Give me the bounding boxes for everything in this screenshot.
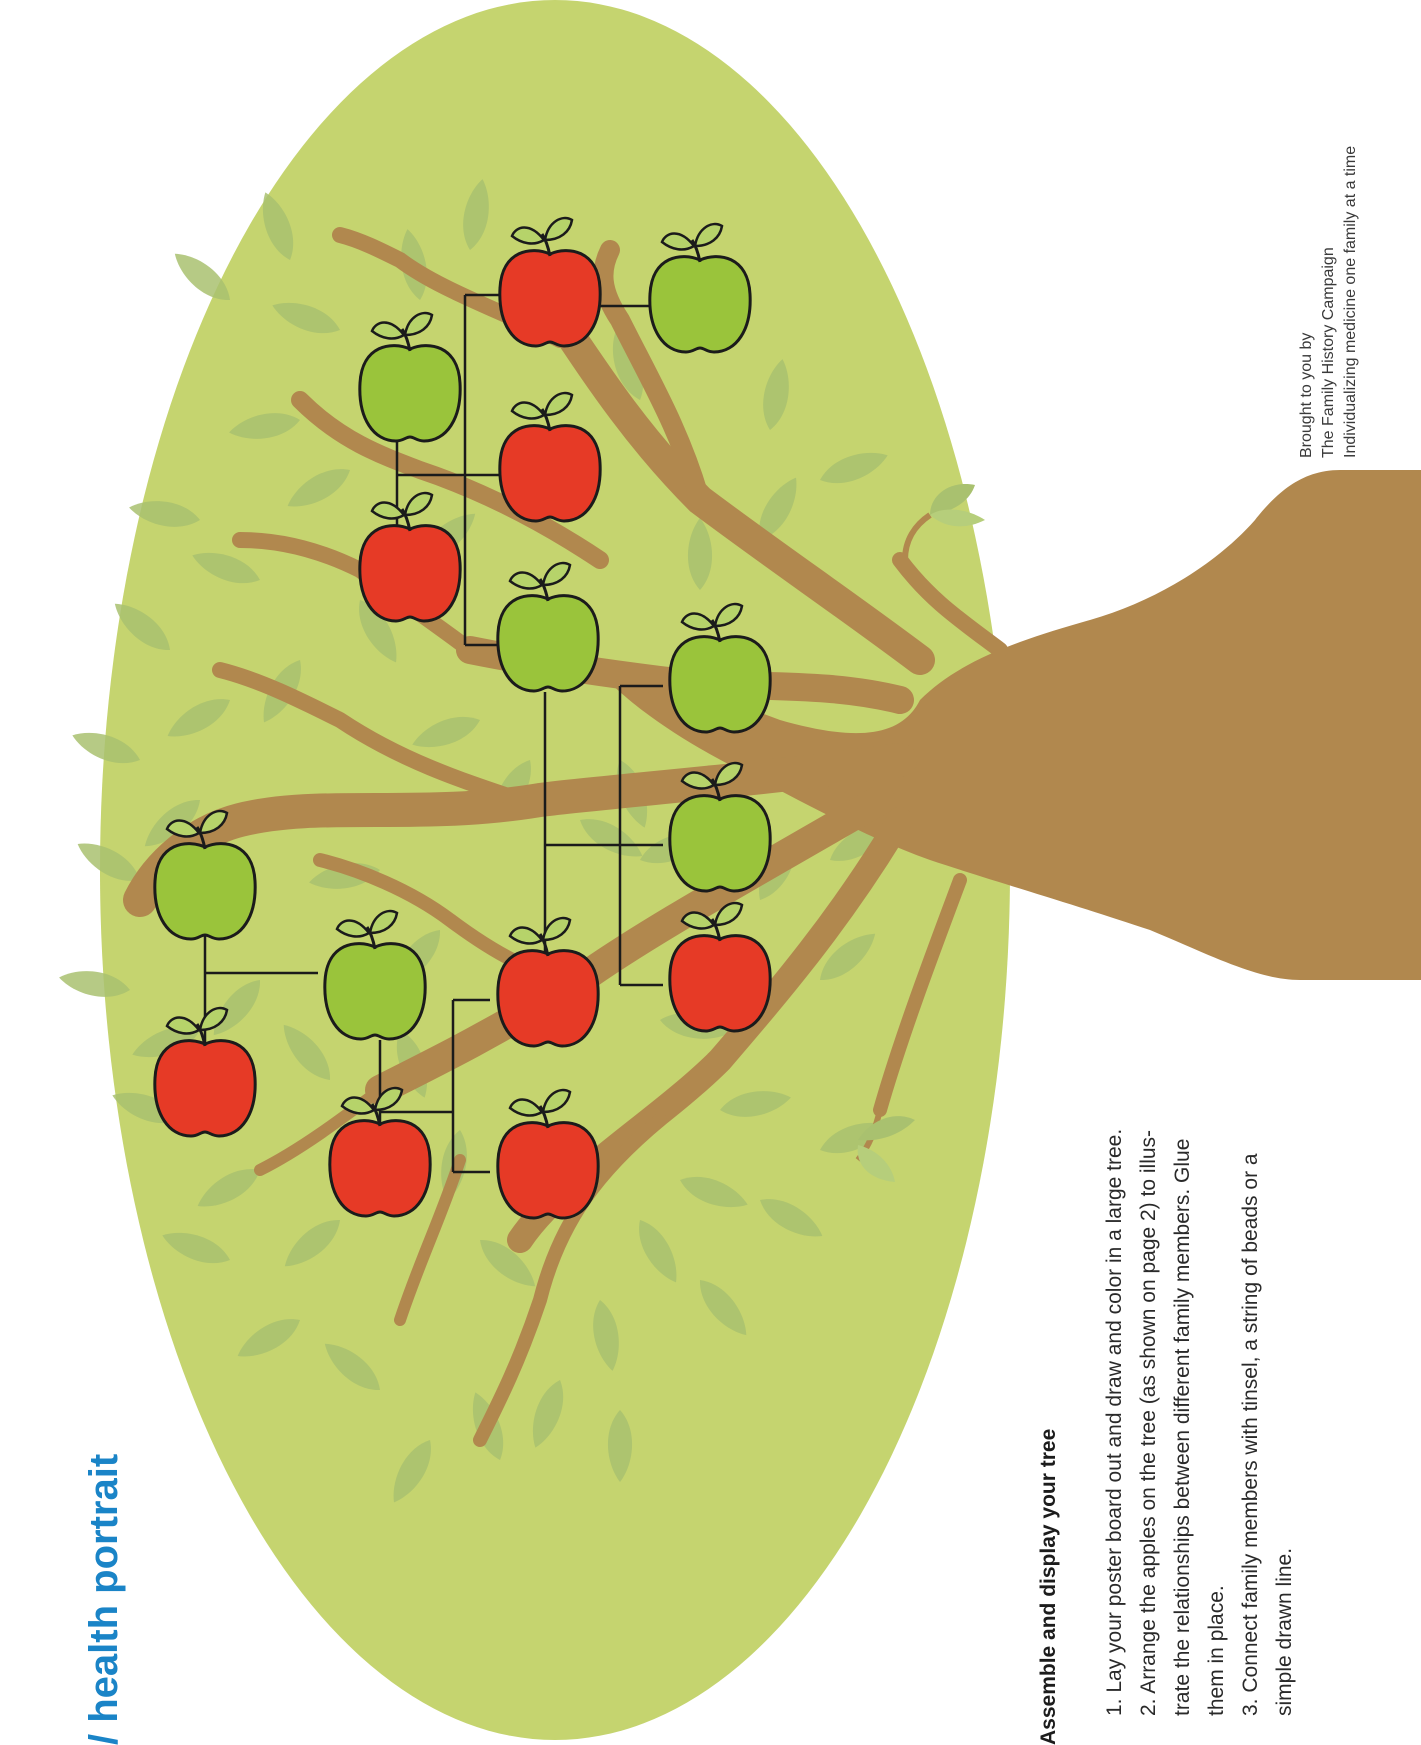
instruction-line: them in place. (1205, 1585, 1228, 1716)
credit-line: The Family History Campaign (1320, 247, 1337, 458)
instruction-line: 1. Lay your poster board out and draw an… (1103, 1128, 1126, 1716)
tree-trunk (590, 470, 1421, 980)
instruction-line: simple drawn line. (1273, 1547, 1296, 1716)
instruction-line: 2. Arrange the apples on the tree (as sh… (1137, 1129, 1160, 1716)
page-title: / health portrait (82, 1453, 126, 1745)
leaf-sprout-bottom (855, 1109, 915, 1182)
tree-canopy (100, 0, 1010, 1740)
instruction-line: 3. Connect family members with tinsel, a… (1239, 1153, 1262, 1716)
credit-line: Individualizing medicine one family at a… (1342, 145, 1359, 458)
credit-line: Brought to you by (1298, 332, 1315, 458)
instructions-list: 1. Lay your poster board out and draw an… (1098, 1129, 1302, 1716)
instruction-line: trate the relationships between differen… (1171, 1138, 1194, 1716)
instructions-heading: Assemble and display your tree (1037, 1428, 1060, 1745)
leaf-sprout-top (902, 484, 985, 561)
campaign-credits: Brought to you by The Family History Cam… (1296, 146, 1362, 458)
